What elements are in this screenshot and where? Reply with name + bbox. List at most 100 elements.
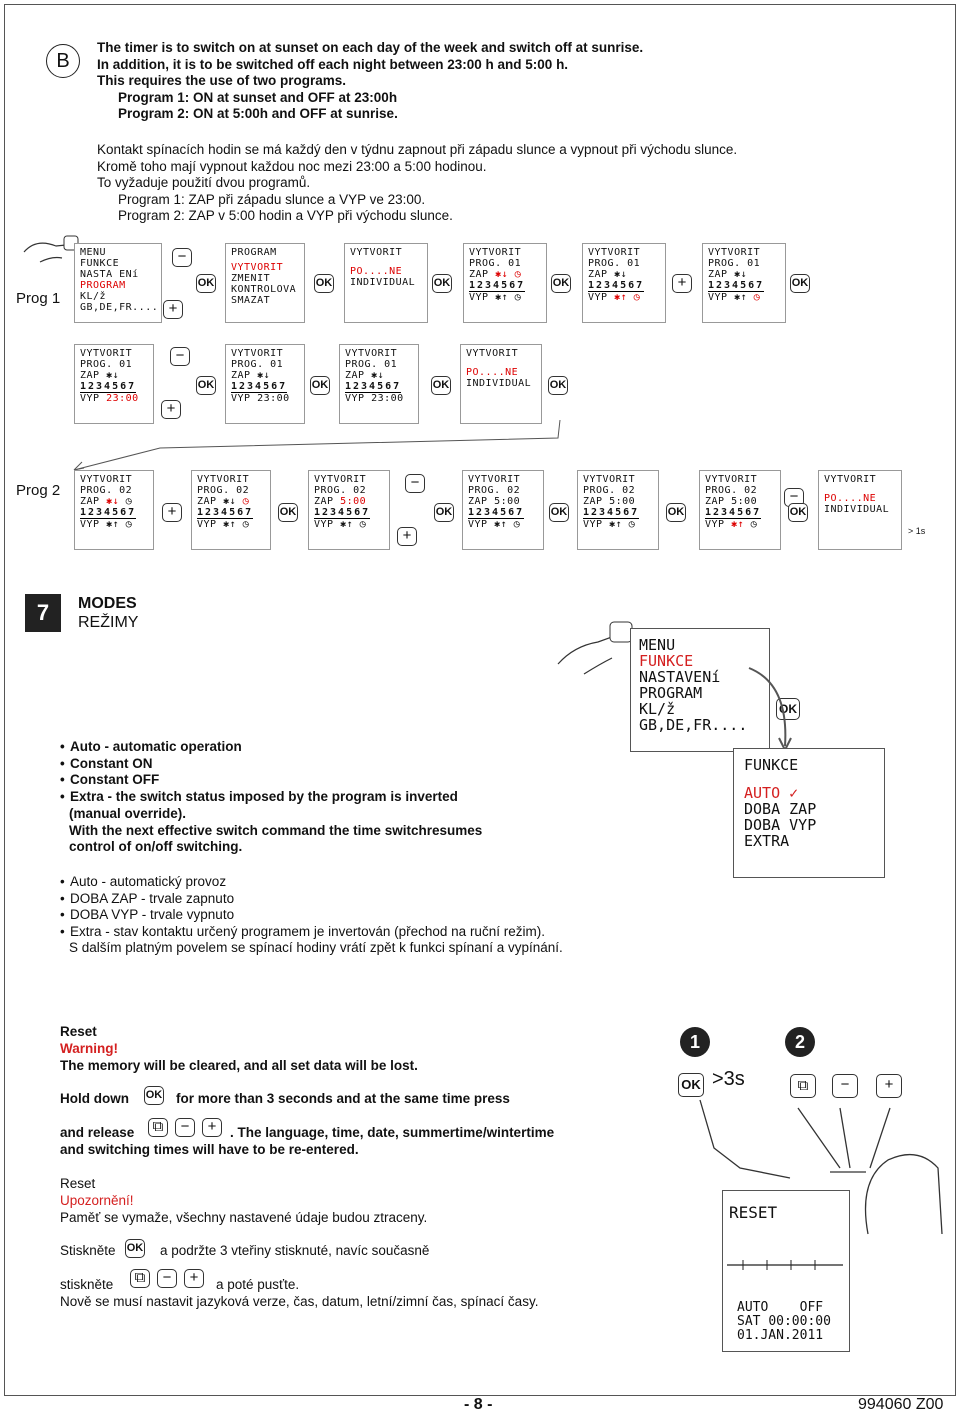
press2-cz: stiskněte: [60, 1277, 114, 1292]
ok-key[interactable]: OK: [549, 503, 569, 522]
plus-key[interactable]: +: [202, 1118, 222, 1137]
copy-key-icon[interactable]: ⧉: [790, 1074, 816, 1098]
ok-key[interactable]: OK: [196, 376, 216, 395]
lcd-prog01-vyp: VYTVORIT PROG. 01 ZAP ✱↓ 1234567 VYP ✱↑ …: [582, 243, 666, 323]
check-icon: ✓: [789, 784, 799, 802]
lcd-vytvorit-2: VYTVORIT PO....NE INDIVIDUAL: [460, 344, 542, 424]
copy-key-icon[interactable]: ⧉: [130, 1269, 150, 1288]
gt3s-label: >3s: [712, 1068, 745, 1090]
modes-cz-cont: S dalším platným povelem se spínací hodi…: [69, 940, 563, 955]
warning-cz: Upozornění!: [60, 1193, 134, 1208]
minus-key[interactable]: −: [157, 1269, 177, 1288]
ok-key[interactable]: OK: [125, 1239, 145, 1258]
final-cz: Nově se musí nastavit jazyková verze, ča…: [60, 1294, 539, 1309]
plus-key[interactable]: +: [162, 503, 182, 522]
lcd-reset: RESET AUTO OFF SAT 00:00:00 01.JAN.2011: [722, 1190, 850, 1352]
section-b-en: The timer is to switch on at sunset on e…: [97, 40, 644, 121]
lcd-vytvorit-3: VYTVORIT PO....NE INDIVIDUAL: [818, 470, 902, 550]
ok-key[interactable]: OK: [790, 274, 810, 293]
hand-press-icon: [557, 621, 633, 675]
thumb-icon: [864, 1153, 943, 1235]
hold-down-text-2: for more than 3 seconds and at the same …: [176, 1091, 510, 1106]
hold-down-text: Hold down: [60, 1091, 129, 1106]
press2-cz-2: a poté pusťte.: [216, 1277, 300, 1292]
lcd-menu: MENU FUNKCE NASTA ENí PROGRAM KL/ž GB,DE…: [74, 243, 162, 323]
plus-key[interactable]: +: [163, 300, 183, 319]
press-cz-2: a podržte 3 vteřiny stisknuté, navíc sou…: [160, 1243, 430, 1258]
flow-arrow: [73, 419, 561, 471]
lcd-reset-readout: AUTO OFF SAT 00:00:00 01.JAN.2011: [737, 1300, 831, 1343]
section-b-cz: Kontakt spínacích hodin se má každý den …: [97, 142, 738, 223]
hand-press-icon: [699, 1099, 891, 1179]
ok-key[interactable]: OK: [431, 376, 451, 395]
lcd-prog01-time-min: VYTVORIT PROG. 01 ZAP ✱↓ 1234567 VYP 23:…: [225, 344, 305, 424]
press-cz: Stiskněte: [60, 1243, 116, 1258]
lcd-prog01-vyp-clock: VYTVORIT PROG. 01 ZAP ✱↓ 1234567 VYP ✱↑ …: [702, 243, 786, 323]
release-text-3: and switching times will have to be re-e…: [60, 1142, 359, 1157]
section-7-marker: 7: [25, 594, 61, 632]
lcd-prog02-c: VYTVORIT PROG. 02 ZAP 5:00 1234567 VYP ✱…: [308, 470, 390, 550]
page-frame: [4, 4, 956, 1396]
plus-key[interactable]: +: [184, 1269, 204, 1288]
modes-title: MODES: [78, 595, 137, 612]
warning-en: Warning!: [60, 1041, 118, 1056]
lcd-menu-big: MENU FUNKCE NASTAVENí PROGRAM KL/ž GB,DE…: [630, 628, 770, 752]
lcd-prog01-done: VYTVORIT PROG. 01 ZAP ✱↓ 1234567 VYP 23:…: [339, 344, 419, 424]
lcd-prog02-e: VYTVORIT PROG. 02 ZAP 5:00 1234567 VYP ✱…: [577, 470, 659, 550]
minus-key[interactable]: −: [170, 347, 190, 366]
section-b-marker: B: [46, 44, 80, 78]
sunrise-icon: ✱↑ ◷: [614, 292, 641, 303]
lcd-prog01-time: VYTVORIT PROG. 01 ZAP ✱↓ 1234567 VYP 23:…: [74, 344, 154, 424]
ok-key[interactable]: OK: [434, 503, 454, 522]
release-text-2: . The language, time, date, summertime/w…: [230, 1125, 555, 1140]
ok-key[interactable]: OK: [551, 274, 571, 293]
minus-key[interactable]: −: [832, 1074, 858, 1098]
copy-key-icon[interactable]: ⧉: [148, 1118, 168, 1137]
modes-en-list: Auto - automatic operation Constant ON C…: [60, 739, 680, 805]
ok-key[interactable]: OK: [678, 1073, 704, 1097]
release-text: and release: [60, 1125, 135, 1140]
curve-arrow: [748, 667, 792, 753]
lcd-funkce-big: FUNKCE AUTO ✓ DOBA ZAP DOBA VYP EXTRA: [733, 748, 885, 878]
prog2-label: Prog 2: [16, 482, 61, 499]
ok-key[interactable]: OK: [196, 274, 216, 293]
reset-line1-cz: Paměť se vymaže, všechny nastavené údaje…: [60, 1210, 428, 1225]
clock-icon: ◷: [753, 292, 761, 303]
plus-key[interactable]: +: [161, 400, 181, 419]
reset-line1-en: The memory will be cleared, and all set …: [60, 1058, 418, 1073]
lcd-prog02-d: VYTVORIT PROG. 02 ZAP 5:00 1234567 VYP ✱…: [462, 470, 544, 550]
document-code: 994060 Z00: [858, 1396, 944, 1413]
ok-key[interactable]: OK: [788, 503, 808, 522]
prog1-label: Prog 1: [16, 290, 61, 307]
step-2-marker: 2: [785, 1027, 815, 1057]
lcd-program: PROGRAM VYTVORIT ZMENIT KONTROLOVA SMAZA…: [225, 243, 305, 323]
rezimy-title: REŽIMY: [78, 614, 139, 631]
minus-key[interactable]: −: [172, 248, 192, 267]
ok-key[interactable]: OK: [310, 376, 330, 395]
ok-key[interactable]: OK: [548, 376, 568, 395]
ok-key[interactable]: OK: [314, 274, 334, 293]
reset-title-cz: Reset: [60, 1176, 96, 1191]
sunset-icon: ✱↓ ◷: [495, 269, 522, 280]
hold-time-label: > 1s: [908, 526, 926, 536]
lcd-prog01-zap: VYTVORIT PROG. 01 ZAP ✱↓ ◷ 1234567 VYP ✱…: [463, 243, 547, 323]
ok-key[interactable]: OK: [432, 274, 452, 293]
step-1-marker: 1: [680, 1027, 710, 1057]
plus-key[interactable]: +: [672, 274, 692, 293]
lcd-prog02-f: VYTVORIT PROG. 02 ZAP 5:00 1234567 VYP ✱…: [699, 470, 781, 550]
minus-key[interactable]: −: [405, 474, 425, 493]
plus-key[interactable]: +: [397, 527, 417, 546]
page-number: - 8 -: [464, 1396, 493, 1413]
modes-cz-list: Auto - automatický provoz DOBA ZAP - trv…: [60, 874, 700, 940]
modes-en-cont: (manual override). With the next effecti…: [69, 806, 483, 854]
lcd-prog02-a: VYTVORIT PROG. 02 ZAP ✱↓ ◷ 1234567 VYP ✱…: [74, 470, 154, 550]
timeline-bar: [727, 1260, 843, 1270]
lcd-vytvorit: VYTVORIT PO....NE INDIVIDUAL: [344, 243, 428, 323]
plus-key[interactable]: +: [876, 1074, 902, 1098]
ok-key[interactable]: OK: [144, 1086, 164, 1105]
lcd-prog02-b: VYTVORIT PROG. 02 ZAP ✱↓ ◷ 1234567 VYP ✱…: [191, 470, 271, 550]
ok-key[interactable]: OK: [278, 503, 298, 522]
ok-key[interactable]: OK: [666, 503, 686, 522]
reset-title-en: Reset: [60, 1024, 97, 1039]
minus-key[interactable]: −: [175, 1118, 195, 1137]
